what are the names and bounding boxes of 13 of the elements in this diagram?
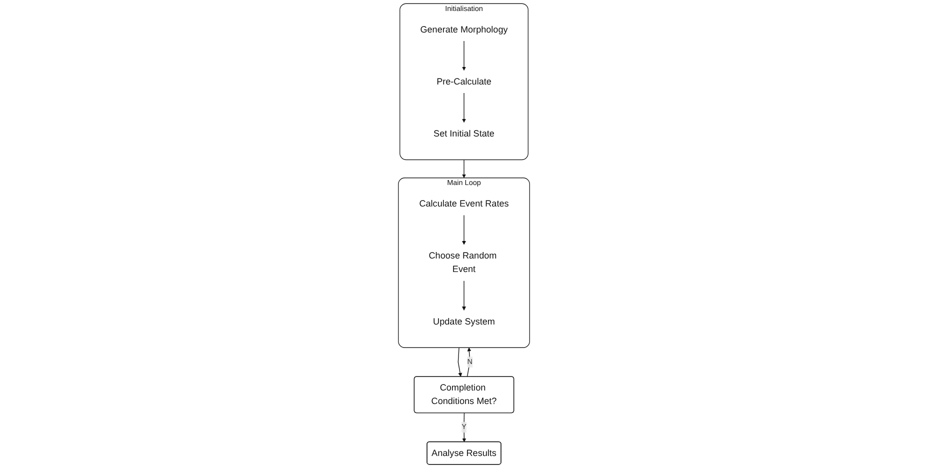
node-text: Update System — [433, 316, 495, 327]
node-text: Pre-Calculate — [436, 76, 492, 87]
node-text: Choose Random Event — [428, 250, 497, 275]
arrow — [462, 214, 466, 245]
arrow — [462, 40, 466, 71]
node-text: Set Initial State — [434, 128, 494, 139]
arrow — [462, 280, 466, 310]
node-text: Calculate Event Rates — [419, 198, 509, 209]
arrow — [462, 159, 466, 178]
arrow — [458, 347, 462, 377]
node-text: Generate Morphology — [420, 24, 508, 35]
arrow — [462, 92, 466, 123]
arrow — [466, 347, 472, 377]
